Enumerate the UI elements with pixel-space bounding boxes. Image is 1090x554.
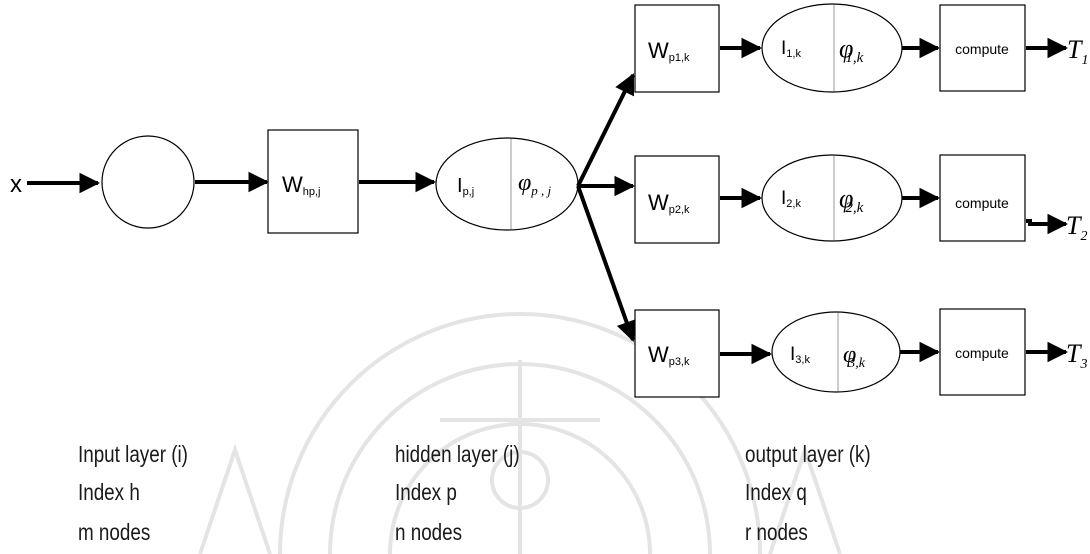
hidden-input-label: Ip,j xyxy=(457,175,474,198)
legend-output-title: output layer (k) xyxy=(745,442,871,467)
branch3-compute-label: compute xyxy=(955,345,1009,361)
legend-hidden-title: hidden layer (j) xyxy=(395,442,520,467)
branch1-weight-label: Wp1,k xyxy=(648,38,690,64)
legend-input-nodes: m nodes xyxy=(78,520,150,545)
branch3-weight-label: Wp3,k xyxy=(648,342,690,368)
branch2-compute-box xyxy=(939,154,1026,242)
legend-input-index: Index h xyxy=(78,480,140,505)
branch2-arrow-to-output xyxy=(1026,213,1069,235)
branch1-input-label: I1,k xyxy=(781,38,801,60)
input-node xyxy=(101,135,195,229)
output-branch-1: Wp1,k I1,k φ1,k compute T1 xyxy=(634,3,1088,93)
hidden-activation-label: φp , j xyxy=(518,170,552,198)
watermark-seal xyxy=(198,312,842,554)
branch3-compute-box xyxy=(939,308,1026,396)
branch2-output-label: T2 xyxy=(1066,211,1087,244)
legend-input-title: Input layer (i) xyxy=(78,442,188,467)
branch2-compute-label: compute xyxy=(955,195,1009,211)
branch2-weight-box xyxy=(634,155,720,244)
branch2-activation-label: φ2,k xyxy=(839,184,864,216)
legend-hidden-nodes: n nodes xyxy=(395,520,462,545)
branch1-output-label: T1 xyxy=(1067,35,1088,68)
branch1-weight-box xyxy=(634,4,720,93)
hidden-weight-label: Whp,j xyxy=(282,172,321,198)
branch3-activation-label: φ3,k xyxy=(843,342,866,371)
legend-output-index: Index q xyxy=(745,480,807,505)
legend-hidden-layer: hidden layer (j) Index p n nodes xyxy=(395,442,520,545)
branch3-output-label: T3 xyxy=(1066,339,1087,372)
legend-hidden-index: Index p xyxy=(395,480,457,505)
legend-output-layer: output layer (k) Index q r nodes xyxy=(745,442,871,545)
branch2-input-label: I2,k xyxy=(781,188,801,210)
branch2-weight-label: Wp2,k xyxy=(648,190,690,216)
branch3-weight-box xyxy=(634,309,720,398)
arrow-hidden-to-branch3 xyxy=(576,185,637,342)
legend-output-nodes: r nodes xyxy=(745,520,808,545)
hidden-weight-box xyxy=(267,129,359,234)
input-x-label: x xyxy=(10,171,22,198)
branch1-compute-box xyxy=(939,4,1026,92)
output-branch-2: Wp2,k I2,k φ2,k compute T2 xyxy=(634,154,1087,244)
legend-input-layer: Input layer (i) Index h m nodes xyxy=(78,442,188,545)
branch1-activation-label: φ1,k xyxy=(839,34,864,66)
output-branch-3: Wp3,k I3,k φ3,k compute T3 xyxy=(634,308,1087,398)
branch3-input-label: I3,k xyxy=(790,344,810,366)
arrow-hidden-to-branch1 xyxy=(576,73,635,187)
branch1-compute-label: compute xyxy=(955,41,1009,57)
